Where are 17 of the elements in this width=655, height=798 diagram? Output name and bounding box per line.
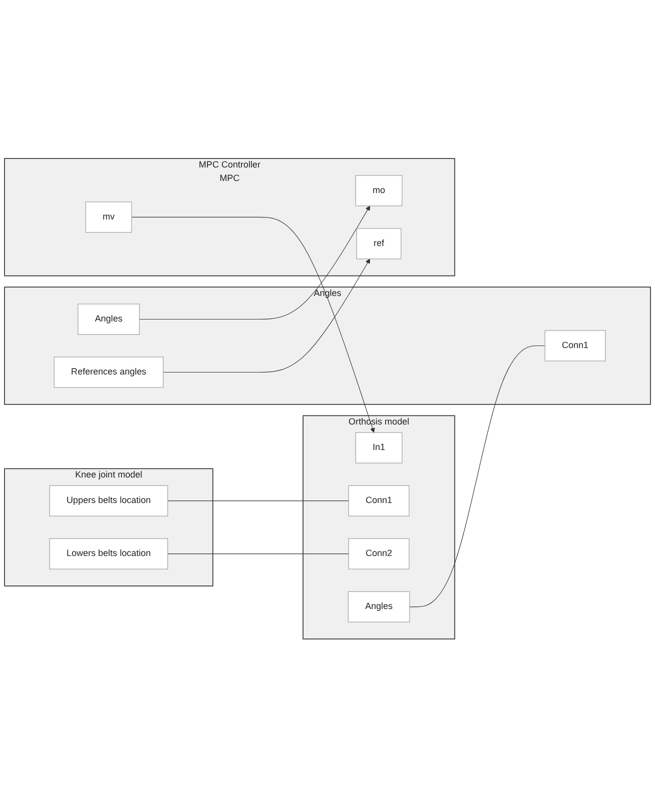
node-box: Lowers belts location [49,538,168,570]
node-box: mo [355,175,402,206]
node-box: mv [85,202,132,233]
node-box: ref [356,228,402,260]
arrow [139,206,370,320]
arrow [162,258,370,373]
node-box: In1 [355,432,402,464]
node-box: Angles [348,592,410,623]
node-box: Conn1 [348,486,410,517]
arrow [131,217,375,434]
node-box: References angles [54,356,164,388]
connector [167,500,349,502]
node-box: Conn2 [348,538,410,570]
node-box: Angles [78,304,140,335]
connector [409,346,546,608]
node-box: Conn1 [544,330,606,362]
node-box: Uppers belts location [49,486,168,517]
